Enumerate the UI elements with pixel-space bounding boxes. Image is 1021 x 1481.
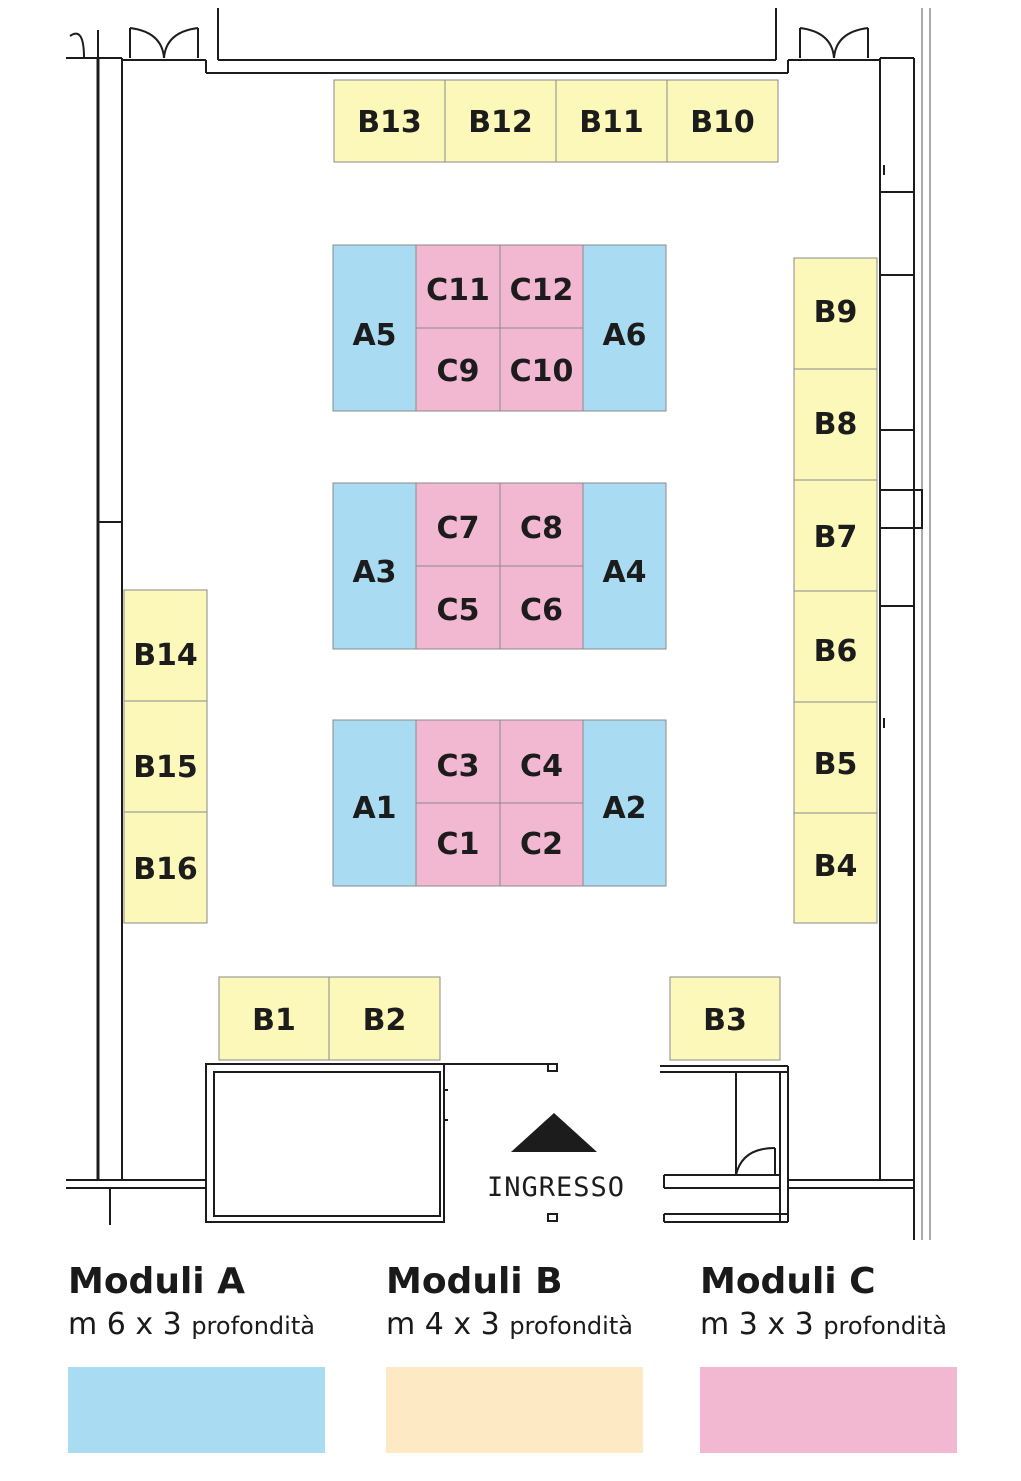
booth-label: B4 [814, 849, 858, 884]
booth-label: C2 [520, 827, 563, 862]
booth-a5[interactable]: A5 [332, 244, 417, 412]
booth-c4[interactable]: C4 [499, 719, 584, 804]
legend-depth: profondità [823, 1312, 947, 1340]
booth-c2[interactable]: C2 [499, 802, 584, 887]
legend-swatch [386, 1367, 643, 1453]
legend-size: m 4 x 3 profondità [386, 1304, 643, 1347]
booth-label: C6 [520, 593, 563, 628]
booth-b12[interactable]: B12 [444, 79, 557, 163]
legend-title: Moduli A [68, 1261, 246, 1302]
booth-label: B2 [363, 1003, 407, 1038]
door-top-right [799, 27, 869, 59]
booth-label: A4 [602, 555, 646, 590]
legend-moduli-a: Moduli A m 6 x 3 profondità [68, 1260, 325, 1453]
booth-b10[interactable]: B10 [666, 79, 779, 163]
booth-a1[interactable]: A1 [332, 719, 417, 887]
legend-size: m 6 x 3 profondità [68, 1304, 325, 1347]
booth-label: C1 [437, 827, 480, 862]
booth-b7[interactable]: B7 [793, 479, 878, 592]
booth-label: A2 [602, 791, 646, 826]
entrance-arrow-icon [511, 1113, 597, 1152]
booth-label: C11 [426, 273, 490, 308]
booth-label: B16 [133, 852, 198, 887]
booth-label: C10 [510, 354, 574, 389]
booth-label: A5 [352, 318, 396, 353]
booth-c11[interactable]: C11 [415, 244, 501, 329]
booth-c3[interactable]: C3 [415, 719, 501, 804]
booth-c10[interactable]: C10 [499, 327, 584, 412]
booth-label: B15 [133, 750, 198, 785]
booth-b1[interactable]: B1 [218, 976, 330, 1061]
legend-title: Moduli C [700, 1261, 876, 1302]
legend-size-value: m 4 x 3 [386, 1307, 500, 1342]
booth-a3[interactable]: A3 [332, 482, 417, 650]
booth-c5[interactable]: C5 [415, 565, 501, 650]
booth-a4[interactable]: A4 [582, 482, 667, 650]
booth-b15[interactable]: B15 [123, 700, 208, 813]
legend-size: m 3 x 3 profondità [700, 1304, 957, 1347]
booth-b2[interactable]: B2 [328, 976, 441, 1061]
booth-label: C3 [437, 749, 480, 784]
booth-c7[interactable]: C7 [415, 482, 501, 567]
booth-label: C12 [510, 273, 574, 308]
booth-label: B10 [690, 105, 755, 140]
booth-label: B11 [579, 105, 644, 140]
booth-label: B1 [252, 1003, 296, 1038]
booth-label: B5 [814, 747, 858, 782]
booth-b6[interactable]: B6 [793, 590, 878, 703]
booth-label: C5 [437, 593, 480, 628]
booth-label: C4 [520, 749, 563, 784]
booth-c1[interactable]: C1 [415, 802, 501, 887]
legend-depth: profondità [191, 1312, 315, 1340]
booth-a2[interactable]: A2 [582, 719, 667, 887]
legend-swatch [700, 1367, 957, 1453]
booth-b13[interactable]: B13 [333, 79, 446, 163]
booth-label: B6 [814, 634, 858, 669]
booth-label: B14 [133, 638, 198, 673]
booth-b16[interactable]: B16 [123, 811, 208, 924]
legend-moduli-c: Moduli C m 3 x 3 profondità [700, 1260, 957, 1453]
legend-size-value: m 3 x 3 [700, 1307, 814, 1342]
booth-c12[interactable]: C12 [499, 244, 584, 329]
booth-label: A3 [352, 555, 396, 590]
booth-b11[interactable]: B11 [555, 79, 668, 163]
entrance-label: INGRESSO [487, 1172, 625, 1203]
booth-label: B8 [814, 407, 858, 442]
door-top-left [129, 27, 199, 59]
booth-b4[interactable]: B4 [793, 812, 878, 924]
booth-label: A1 [352, 791, 396, 826]
booths: B13 B12 B11 B10 B9 B8 B7 B6 B5 B4 B14 B1… [123, 79, 878, 1061]
booth-label: B13 [357, 105, 422, 140]
booth-label: C8 [520, 511, 563, 546]
legend-depth: profondità [509, 1312, 633, 1340]
legend-moduli-b: Moduli B m 4 x 3 profondità [386, 1260, 643, 1453]
booth-b14[interactable]: B14 [123, 589, 208, 702]
legend-title: Moduli B [386, 1261, 563, 1302]
booth-b5[interactable]: B5 [793, 701, 878, 814]
booth-a6[interactable]: A6 [582, 244, 667, 412]
booth-b8[interactable]: B8 [793, 368, 878, 481]
booth-c9[interactable]: C9 [415, 327, 501, 412]
legend-swatch [68, 1367, 325, 1453]
legend-size-value: m 6 x 3 [68, 1307, 182, 1342]
booth-b3[interactable]: B3 [669, 976, 781, 1061]
booth-c8[interactable]: C8 [499, 482, 584, 567]
booth-c6[interactable]: C6 [499, 565, 584, 650]
booth-b9[interactable]: B9 [793, 257, 878, 370]
booth-label: C9 [437, 354, 480, 389]
booth-label: B9 [814, 295, 858, 330]
booth-label: B12 [468, 105, 533, 140]
floor-plan: INGRESSO B13 B12 B11 B10 B9 B8 B7 B6 B5 … [66, 8, 931, 1240]
booth-label: C7 [437, 511, 480, 546]
booth-label: A6 [602, 318, 646, 353]
booth-label: B3 [703, 1003, 747, 1038]
walls [66, 8, 931, 1240]
booth-label: B7 [814, 520, 858, 555]
